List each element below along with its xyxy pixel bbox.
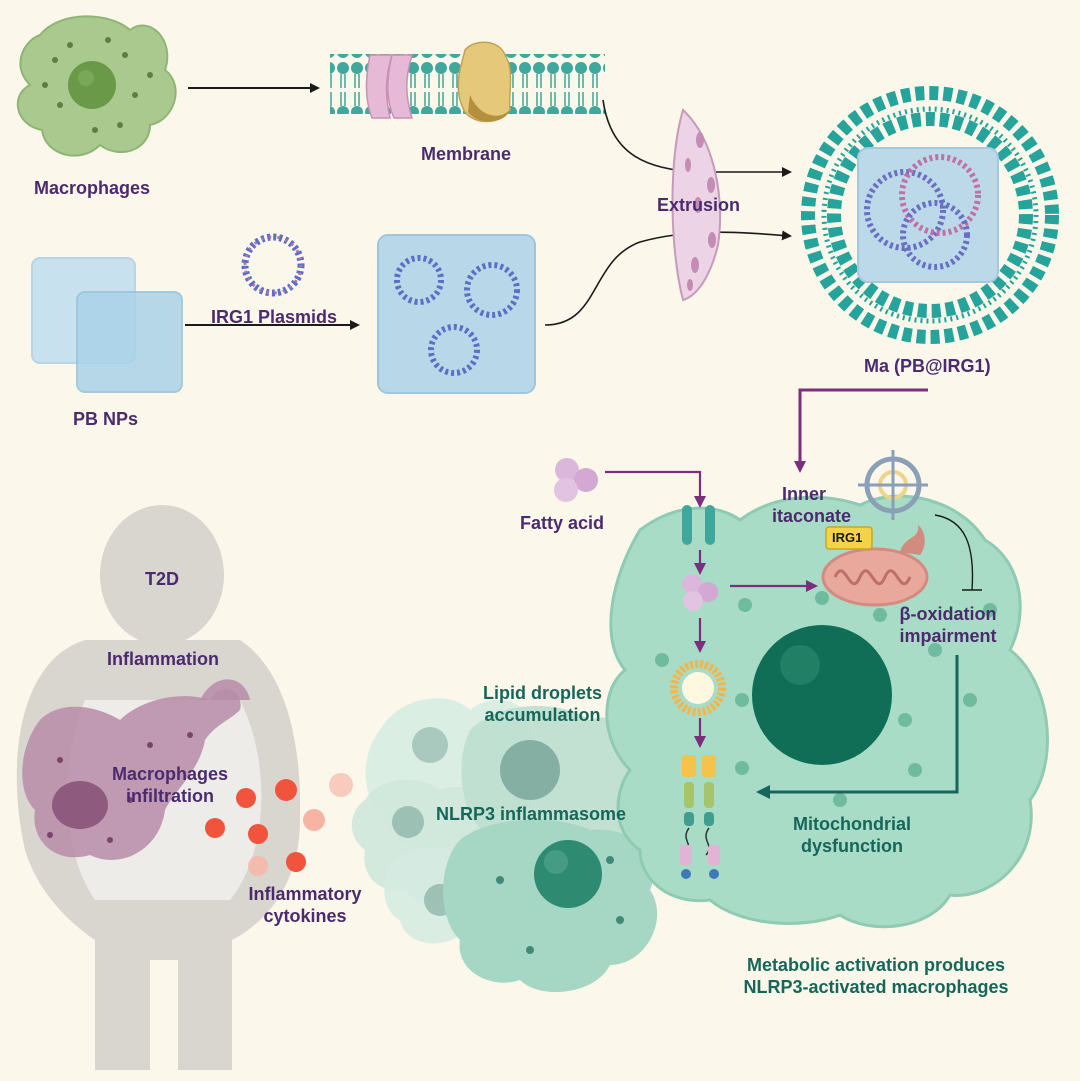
cytokine-dots	[205, 773, 353, 876]
extrusion-filter-icon	[671, 108, 722, 302]
label-extrusion: Extrusion	[657, 195, 741, 215]
label-beta-oxidation-line2: impairment	[899, 626, 997, 646]
label-lipid-line1: Lipid droplets	[483, 683, 602, 703]
label-pb-nps: PB NPs	[73, 409, 139, 429]
membrane-bilayer-icon	[330, 41, 605, 123]
target-itaconate-icon	[858, 450, 928, 520]
label-membrane: Membrane	[421, 144, 512, 164]
infiltrating-macrophage-icon	[22, 679, 250, 860]
mitochondrion-icon	[821, 525, 929, 607]
label-mito-line1: Mitochondrial	[793, 814, 911, 834]
irg1-tag-box	[825, 526, 873, 550]
pb-nps-icon	[31, 257, 183, 393]
inhibition-line	[934, 514, 974, 591]
label-lipid-droplets: Lipid droplets accumulation	[470, 682, 615, 726]
irg1-plasmid-icon	[241, 233, 305, 297]
label-macrophages-infiltration: Macrophages infiltration	[100, 763, 240, 807]
label-beta-oxidation-line1: β-oxidation	[899, 604, 997, 624]
label-inner-itaconate-line2: itaconate	[772, 506, 852, 526]
label-inner-itaconate: Inner itaconate	[772, 483, 852, 527]
label-nlrp3-inflammasome: NLRP3 inflammasome	[436, 804, 627, 824]
label-lipid-line2: accumulation	[484, 705, 601, 725]
arrow-ma-to-cell	[794, 388, 928, 473]
label-inflammation: Inflammation	[107, 649, 220, 669]
label-irg1-plasmids: IRG1 Plasmids	[211, 307, 338, 327]
label-t2d: T2D	[145, 569, 180, 589]
label-metabolic-line2: NLRP3-activated macrophages	[743, 977, 1009, 997]
label-macrophages: Macrophages	[34, 178, 151, 198]
intracellular-fatty-acid-icon	[682, 574, 718, 611]
lipid-droplet-icon	[670, 660, 726, 716]
macrophage-cell-icon	[16, 15, 177, 157]
label-cyto-line1: Inflammatory	[248, 884, 362, 904]
label-metabolic-line1: Metabolic activation produces	[746, 955, 1006, 975]
label-mitochondrial-dysfunction: Mitochondrial dysfunction	[781, 813, 923, 857]
large-macrophage-cell	[605, 494, 1049, 929]
label-beta-oxidation: β-oxidation impairment	[893, 603, 1003, 647]
label-mac-infil-line2: infiltration	[126, 786, 214, 806]
nlrp3-inflammasome-icon	[680, 755, 720, 879]
label-inflammatory-cytokines: Inflammatory cytokines	[237, 883, 373, 927]
label-metabolic-activation: Metabolic activation produces NLRP3-acti…	[724, 954, 1028, 998]
label-inner-itaconate-line1: Inner	[781, 484, 826, 504]
arrow-core-to-extrusion	[544, 230, 792, 326]
activated-macrophage-cluster	[351, 698, 658, 992]
pb-irg1-core-icon	[377, 234, 536, 394]
fatty-acid-icon	[554, 458, 598, 502]
label-mito-line2: dysfunction	[801, 836, 903, 856]
label-irg1-tag: IRG1	[832, 530, 863, 545]
label-fatty-acid: Fatty acid	[520, 513, 605, 533]
label-ma-pb-irg1: Ma (PB@IRG1)	[864, 356, 991, 376]
label-cyto-line2: cytokines	[263, 906, 347, 926]
ma-pb-irg1-nanoparticle-icon	[801, 86, 1059, 344]
fatty-acid-transporter-icon	[682, 505, 715, 545]
label-mac-infil-line1: Macrophages	[111, 764, 229, 784]
arrow-dysfunction-to-inflammasome	[756, 655, 959, 799]
arrow-fatty-acid-in	[605, 470, 706, 508]
